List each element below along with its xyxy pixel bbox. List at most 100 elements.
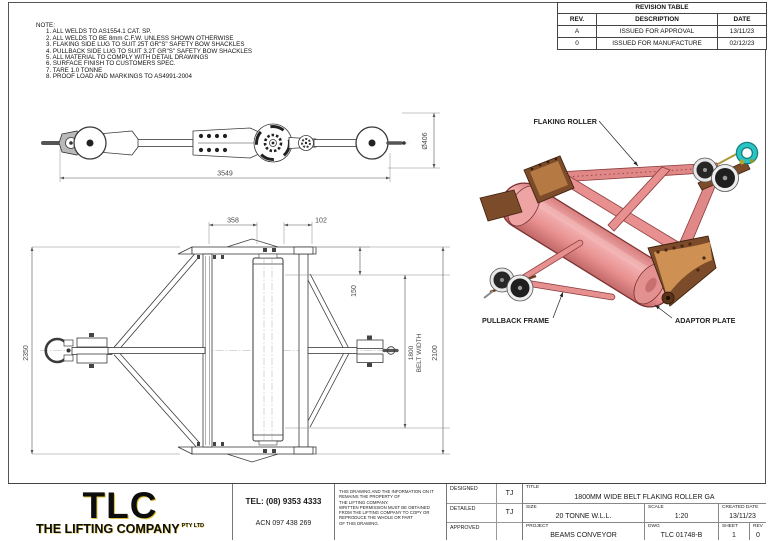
dim-1800-label: 1800	[408, 345, 415, 360]
dim-150-label: 150	[351, 285, 358, 297]
pullback-sheave-wheels	[483, 267, 537, 302]
dim-3549-label: 3549	[217, 171, 233, 178]
plan-view: 358 102 150 2350 1800 BELT WIDTH 2100	[23, 218, 450, 463]
detailed-value: TJ	[496, 503, 522, 523]
revision-table-title: REVISION TABLE	[635, 4, 689, 11]
note-line: 6. SURFACE FINISH TO CUSTOMERS SPEC.	[46, 60, 176, 68]
cell-rev: 0	[558, 38, 597, 49]
drawing-title-field: TITLE 1800MM WIDE BELT FLAKING ROLLER GA	[523, 484, 766, 503]
scale-label: SCALE	[648, 504, 664, 510]
logo-text: TLC	[82, 484, 158, 526]
note-line: 2. ALL WELDS TO BE 8mm C.F.W. UNLESS SHO…	[46, 34, 234, 42]
drawing-info: TITLE 1800MM WIDE BELT FLAKING ROLLER GA…	[522, 484, 766, 540]
designed-label: DESIGNED	[450, 486, 478, 492]
table-row: A ISSUED FOR APPROVAL 13/11/23	[558, 25, 766, 37]
dwg-number: TLC 01748-B	[660, 532, 703, 540]
scale-value: 1:20	[674, 513, 689, 521]
dim-2100-label: 2100	[432, 345, 439, 361]
flaking-sheave-wheels	[692, 150, 751, 192]
notes-block: NOTE: 1. ALL WELDS TO AS1554.1 CAT. SP. …	[36, 22, 253, 81]
cell-date: 13/11/23	[729, 28, 755, 35]
col-description: DESCRIPTION	[597, 14, 718, 25]
acn-number: ACN 097 438 269	[255, 520, 312, 527]
sheet-number: 1	[732, 532, 736, 540]
top-left-plate	[523, 155, 575, 204]
designed-row: DESIGNED TJ	[447, 484, 522, 504]
dim-2350-label: 2350	[23, 345, 30, 361]
dim-406-label: Ø406	[422, 132, 429, 149]
cell-description: ISSUED FOR MANUFACTURE	[597, 38, 718, 49]
project-value: BEAMS CONVEYOR	[550, 532, 617, 540]
copyright-disclaimer: THIS DRAWING AND THE INFORMATION ON IT R…	[334, 484, 446, 540]
title-label: TITLE	[526, 485, 540, 490]
sheet-label: SHEET	[722, 524, 738, 530]
rev-number: 0	[756, 532, 760, 540]
adaptor-plate-label: ADAPTOR PLATE	[675, 316, 736, 325]
sheet-field: SHEET 1	[718, 523, 749, 540]
cell-rev: A	[558, 26, 597, 37]
col-date: DATE	[733, 16, 751, 23]
belt-width-label: BELT WIDTH	[416, 333, 423, 372]
note-line: 4. PULLBACK SIDE LUG TO SUIT 3.2T GR"S" …	[46, 47, 253, 55]
drawing-title: 1800MM WIDE BELT FLAKING ROLLER GA	[574, 493, 715, 501]
table-row: 0 ISSUED FOR MANUFACTURE 02/12/23	[558, 37, 766, 49]
disclaimer-line: THE LIFTING COMPANY.	[339, 499, 389, 505]
detailed-label: DETAILED	[450, 505, 476, 512]
note-line: 7. TARE 1.0 TONNE	[46, 66, 103, 74]
dwg-label: DWG	[648, 524, 660, 530]
detailed-row: DETAILED TJ	[447, 503, 522, 524]
lifting-shackle	[735, 141, 759, 165]
side-elevation-view: 3549 Ø406	[41, 112, 440, 182]
notes-heading: NOTE:	[36, 22, 55, 29]
frame-brace	[607, 166, 671, 232]
approved-row: APPROVED	[447, 523, 522, 540]
revision-table-header: REV. DESCRIPTION DATE	[558, 13, 766, 25]
disclaimer-line: FROM THE LIFTING COMPANY TO COPY OR	[339, 510, 430, 516]
dwg-number-field: DWG TLC 01748-B	[644, 523, 718, 540]
company-suffix: PTY LTD	[181, 522, 204, 529]
phone-number: TEL: (08) 9353 4333	[245, 497, 322, 506]
cell-date: 02/12/23	[729, 40, 755, 47]
note-line: 3. FLAKING SIDE LUG TO SUIT 25T GR"S" SA…	[46, 41, 245, 49]
company-contact: TEL: (08) 9353 4333 ACN 097 438 269	[232, 484, 334, 540]
flaking-roller-body	[500, 182, 674, 308]
cell-description: ISSUED FOR APPROVAL	[597, 26, 718, 37]
isometric-view: FLAKING ROLLER PULLBACK FRAME ADAPTOR PL…	[479, 117, 759, 325]
project-label: PROJECT	[526, 524, 549, 530]
approved-value	[496, 523, 522, 540]
created-date-label: CREATED DATE	[722, 504, 759, 510]
disclaimer-line: WRITTEN PERMISSION MUST BE OBTAINED	[339, 504, 430, 510]
size-label: SIZE	[526, 504, 537, 510]
disclaimer-line: OF THIS DRAWING.	[339, 520, 379, 526]
approvals-block: DESIGNED TJ DETAILED TJ APPROVED	[446, 484, 522, 540]
dim-358-label: 358	[227, 218, 239, 225]
rev-field: REV 0	[749, 523, 766, 540]
flaking-roller-label: FLAKING ROLLER	[534, 117, 598, 126]
company-name-text: THE LIFTING COMPANY	[36, 521, 180, 536]
left-mount-plate	[479, 189, 523, 222]
rev-label: REV	[753, 524, 763, 530]
disclaimer-line: REPRODUCE THE WHOLE OR PART	[339, 515, 414, 521]
created-date-field: CREATED DATE 13/11/23	[718, 503, 766, 523]
pullback-frame-bars	[516, 239, 616, 301]
pullback-frame-label: PULLBACK FRAME	[482, 316, 549, 325]
note-line: 1. ALL WELDS TO AS1554.1 CAT. SP.	[46, 28, 152, 36]
dim-102-label: 102	[315, 218, 327, 225]
disclaimer-line: REMAINS THE PROPERTY OF	[339, 494, 401, 500]
approved-label: APPROVED	[450, 525, 480, 532]
project-field: PROJECT BEAMS CONVEYOR	[523, 523, 644, 540]
created-date-value: 13/11/23	[729, 513, 756, 521]
adaptor-plate-body	[647, 235, 717, 307]
scale-field: SCALE 1:20	[644, 503, 718, 523]
revision-table: REVISION TABLE REV. DESCRIPTION DATE A I…	[557, 2, 767, 50]
disclaimer-line: THIS DRAWING AND THE INFORMATION ON IT	[339, 489, 434, 494]
size-field: SIZE 20 TONNE W.L.L.	[523, 504, 644, 523]
col-rev: REV.	[558, 14, 597, 25]
size-value: 20 TONNE W.L.L.	[555, 513, 612, 521]
note-line: 8. PROOF LOAD AND MARKINGS TO AS4991-200…	[46, 73, 192, 81]
note-line: 5. ALL MATERIAL TO COMPLY WITH DETAIL DR…	[46, 54, 209, 62]
